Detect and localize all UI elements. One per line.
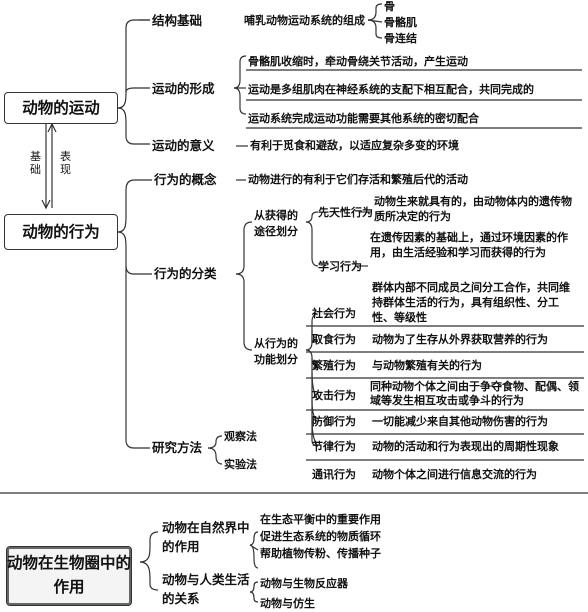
- concept-desc: 动物进行的有利于它们存活和繁殖后代的活动: [248, 173, 468, 186]
- methods-label: 研究方法: [152, 440, 203, 455]
- function-type-label: 攻击行为: [312, 389, 356, 402]
- nature-item: 促进生态系统的物质循环: [260, 530, 381, 543]
- structure-desc: 哺乳动物运动系统的组成: [244, 14, 365, 27]
- root-role: 动物在生物圈中的作用: [6, 546, 132, 606]
- classification-label: 行为的分类: [154, 266, 217, 281]
- meaning-desc: 有利于觅食和避敌，以适应复杂多变的环境: [250, 139, 459, 152]
- function-type-desc: 动物为了生存从外界获取营养的行为: [372, 333, 548, 346]
- function-type-desc: 同种动物个体之间由于争夺食物、配偶、领域等发生相互攻击或争斗的行为: [370, 380, 579, 407]
- structure-part: 骨骼肌: [384, 16, 417, 29]
- by-function-label: 从行为的功能划分: [254, 337, 298, 366]
- nature-label: 动物在自然界中的作用: [162, 520, 250, 554]
- structure-part: 骨连结: [384, 32, 417, 45]
- human-item: 动物与仿生: [260, 597, 315, 610]
- innate-label: 先天性行为: [318, 206, 373, 219]
- structure-part: 骨: [384, 0, 395, 13]
- root-behavior: 动物的行为: [4, 214, 118, 250]
- nature-item: 在生态平衡中的重要作用: [260, 513, 381, 526]
- function-type-label: 社会行为: [312, 307, 356, 320]
- function-type-desc: 群体内部不同成员之间分工合作，共同维持群体生活的行为，具有组织性、分工性、等级性: [372, 281, 570, 324]
- formation-label: 运动的形成: [152, 81, 215, 96]
- root-behavior-label: 动物的行为: [22, 223, 100, 241]
- method-item: 实验法: [224, 458, 257, 471]
- function-type-label: 取食行为: [312, 333, 356, 346]
- human-label: 动物与人类生活的关系: [162, 572, 250, 606]
- innate-desc: 动物生来就具有的，由动物体内的遗传物质所决定的行为: [374, 195, 572, 223]
- formation-item: 运动系统完成运动功能需要其他系统的密切配合: [248, 112, 479, 125]
- learned-label: 学习行为: [318, 260, 362, 273]
- human-item: 动物与生物反应器: [260, 577, 348, 590]
- function-type-label: 防御行为: [312, 415, 356, 428]
- function-type-label: 节律行为: [312, 440, 356, 453]
- root-role-label: 动物在生物圈中的作用: [7, 554, 132, 596]
- function-type-label: 繁殖行为: [312, 359, 356, 372]
- formation-item: 骨骼肌收缩时，牵动骨绕关节活动，产生运动: [248, 55, 468, 68]
- structure-label: 结构基础: [152, 13, 203, 28]
- concept-label: 行为的概念: [154, 172, 217, 187]
- nature-item: 帮助植物传粉、传播种子: [260, 547, 381, 560]
- formation-item: 运动是多组肌肉在神经系统的支配下相互配合，共同完成的: [248, 83, 534, 96]
- meaning-label: 运动的意义: [152, 138, 215, 153]
- by-origin-label: 从获得的途径划分: [254, 209, 298, 238]
- function-type-label: 通讯行为: [312, 468, 356, 481]
- method-item: 观察法: [224, 430, 257, 443]
- root-movement: 动物的运动: [4, 92, 118, 124]
- function-type-desc: 一切能减少来自其他动物伤害的行为: [372, 415, 548, 428]
- link-expression: 表现: [60, 150, 71, 176]
- link-basis: 基础: [30, 150, 41, 176]
- function-type-desc: 动物的活动和行为表现出的周期性现象: [372, 440, 559, 453]
- function-type-desc: 动物个体之间进行信息交流的行为: [372, 468, 537, 481]
- root-movement-label: 动物的运动: [22, 99, 100, 117]
- function-type-desc: 与动物繁殖有关的行为: [372, 359, 482, 372]
- learned-desc: 在遗传因素的基础上，通过环境因素的作用，由生活经验和学习而获得的行为: [370, 231, 568, 259]
